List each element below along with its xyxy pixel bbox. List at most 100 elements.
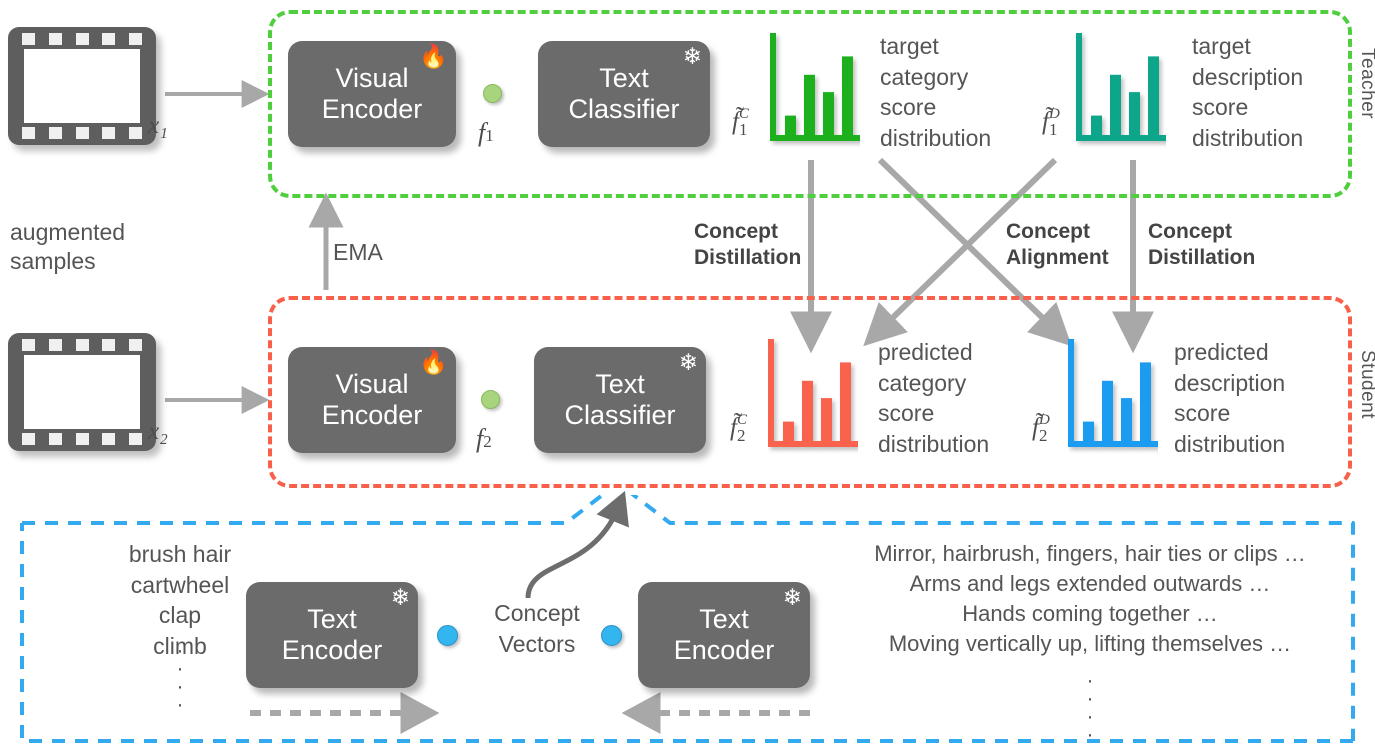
snowflake-icon: ❄ bbox=[782, 584, 802, 610]
module-line-1: Text bbox=[595, 368, 645, 399]
filmstrip-sprockets-bottom bbox=[22, 127, 142, 139]
label-line: Vectors bbox=[498, 630, 576, 657]
category-list-ellipsis: ···· bbox=[176, 639, 184, 717]
label-line: Distillation bbox=[1148, 246, 1256, 270]
desc-line: distribution bbox=[878, 430, 990, 457]
list-item: clap bbox=[158, 602, 202, 629]
teacher-group-box bbox=[268, 10, 1352, 198]
desc-line: predicted bbox=[878, 339, 973, 365]
student-group-label: Student bbox=[1357, 350, 1375, 419]
teacher-category-bar-chart bbox=[770, 33, 860, 141]
module-line-2: Encoder bbox=[321, 400, 423, 430]
student-feature-dot bbox=[481, 390, 500, 409]
description-list: Mirror, hairbrush, fingers, hair ties or… bbox=[836, 539, 1344, 659]
module-line-1: Text bbox=[307, 603, 357, 634]
snowflake-icon: ❄ bbox=[678, 349, 698, 375]
ema-label: EMA bbox=[333, 239, 383, 265]
student-visual-encoder[interactable]: 🔥 Visual Encoder bbox=[288, 347, 456, 453]
list-item: Moving vertically up, lifting themselves… bbox=[888, 630, 1292, 656]
concept-distillation-left-label: Concept Distillation bbox=[694, 219, 801, 272]
concept-alignment-label: Concept Alignment bbox=[1006, 219, 1109, 272]
teacher-description-description: target description score distribution bbox=[1192, 31, 1303, 153]
desc-line: target bbox=[1192, 33, 1251, 59]
desc-line: score bbox=[1192, 94, 1249, 121]
desc-line: target bbox=[880, 33, 939, 59]
augmented-sample-2-filmstrip bbox=[8, 333, 156, 451]
desc-line: predicted bbox=[1174, 339, 1269, 365]
label-line: Concept bbox=[1148, 220, 1232, 243]
category-name-list: brush hair cartwheel clap climb bbox=[100, 539, 260, 661]
concept-vector-dot-left bbox=[437, 625, 458, 646]
label-line: Alignment bbox=[1006, 246, 1109, 270]
arrow-concept-alignment-b bbox=[863, 157, 1058, 347]
teacher-feature-dot bbox=[483, 84, 502, 103]
module-line-2: Classifier bbox=[568, 94, 680, 124]
list-item: climb bbox=[153, 632, 207, 659]
filmstrip-sprockets-top bbox=[22, 339, 142, 351]
desc-line: description bbox=[1174, 369, 1286, 396]
list-item: Arms and legs extended outwards … bbox=[909, 570, 1271, 596]
concept-text-encoder-right[interactable]: ❄ Text Encoder bbox=[638, 582, 810, 688]
concept-vectors-label: Concept Vectors bbox=[477, 598, 597, 659]
teacher-group-label: Teacher bbox=[1357, 48, 1375, 120]
desc-line: score bbox=[880, 94, 937, 121]
augmented-sample-1-filmstrip bbox=[8, 27, 156, 145]
concept-text-encoder-left[interactable]: ❄ Text Encoder bbox=[246, 582, 418, 688]
arrow-concept-to-classifier bbox=[525, 490, 629, 599]
sample-2-label: x₂ bbox=[148, 418, 168, 445]
student-description-description: predicted description score distribution bbox=[1174, 337, 1285, 459]
list-item: Mirror, hairbrush, fingers, hair ties or… bbox=[874, 541, 1306, 566]
fire-icon: 🔥 bbox=[419, 349, 448, 375]
desc-line: distribution bbox=[1174, 430, 1286, 457]
augmented-samples-caption-line2: samples bbox=[10, 248, 96, 275]
desc-line: description bbox=[1192, 63, 1304, 90]
concept-panel-border bbox=[20, 495, 1355, 743]
filmstrip-frame bbox=[24, 49, 140, 123]
module-line-2: Classifier bbox=[564, 400, 676, 430]
concept-vector-dot-right bbox=[601, 625, 622, 646]
student-category-description: predicted category score distribution bbox=[878, 337, 989, 459]
module-line-1: Text bbox=[599, 62, 649, 93]
student-description-bar-chart bbox=[1068, 339, 1158, 447]
desc-line: distribution bbox=[880, 124, 992, 151]
label-line: Concept bbox=[1006, 220, 1090, 243]
desc-line: score bbox=[1174, 400, 1231, 427]
desc-line: category bbox=[880, 63, 969, 90]
filmstrip-sprockets-top bbox=[22, 33, 142, 45]
module-line-1: Text bbox=[699, 603, 749, 634]
concept-distillation-right-label: Concept Distillation bbox=[1148, 219, 1255, 272]
label-line: Distillation bbox=[694, 246, 802, 270]
filmstrip-sprockets-bottom bbox=[22, 433, 142, 445]
teacher-description-bar-chart bbox=[1076, 33, 1166, 141]
student-text-classifier[interactable]: ❄ Text Classifier bbox=[534, 347, 706, 453]
augmented-samples-caption: augmented samples bbox=[10, 218, 125, 277]
fire-icon: 🔥 bbox=[419, 43, 448, 69]
module-line-2: Encoder bbox=[281, 635, 383, 665]
teacher-feature-label: f1 bbox=[478, 118, 494, 147]
desc-line: score bbox=[878, 400, 935, 427]
student-category-bar-chart bbox=[768, 339, 858, 447]
list-item: cartwheel bbox=[130, 571, 230, 598]
module-line-2: Encoder bbox=[321, 94, 423, 124]
snowflake-icon: ❄ bbox=[682, 43, 702, 69]
sample-1-label: x₁ bbox=[148, 112, 168, 139]
module-line-1: Visual bbox=[335, 368, 409, 399]
list-item: Hands coming together … bbox=[962, 600, 1218, 626]
label-line: Concept bbox=[494, 600, 580, 626]
student-group-box bbox=[268, 296, 1352, 488]
description-list-ellipsis: ···· bbox=[1086, 669, 1094, 747]
teacher-category-description: target category score distribution bbox=[880, 31, 991, 153]
desc-line: distribution bbox=[1192, 124, 1304, 151]
snowflake-icon: ❄ bbox=[390, 584, 410, 610]
module-line-1: Visual bbox=[335, 62, 409, 93]
teacher-visual-encoder[interactable]: 🔥 Visual Encoder bbox=[288, 41, 456, 147]
augmented-samples-caption-line1: augmented bbox=[10, 219, 126, 245]
teacher-text-classifier[interactable]: ❄ Text Classifier bbox=[538, 41, 710, 147]
module-line-2: Encoder bbox=[673, 635, 775, 665]
student-feature-label: f2 bbox=[476, 424, 492, 453]
